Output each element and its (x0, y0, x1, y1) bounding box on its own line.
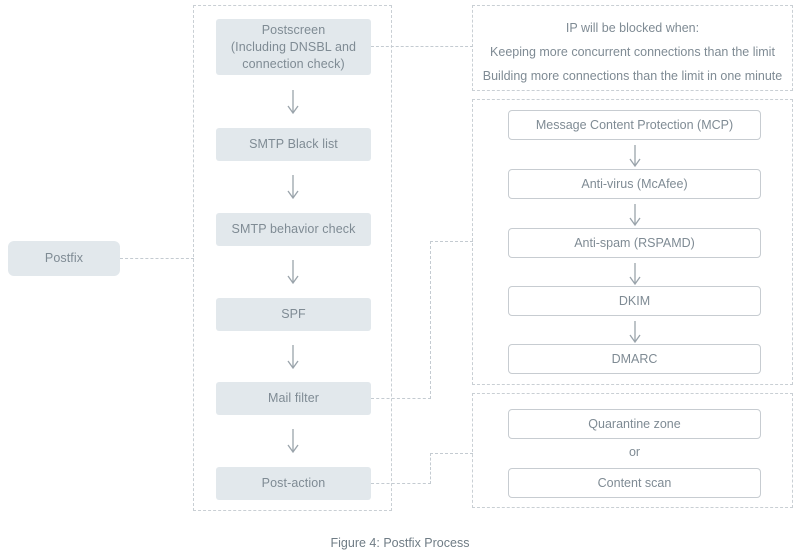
node-anti-spam[interactable]: Anti-spam (RSPAMD) (508, 228, 761, 258)
connector-mailfilter-riser (430, 241, 431, 399)
connector-postscreen-to-blocking-note (371, 46, 473, 47)
connector-postaction-to-options (430, 453, 473, 454)
node-quarantine-zone[interactable]: Quarantine zone (508, 409, 761, 439)
arrow-down-icon-8 (624, 260, 646, 290)
node-quarantine-zone-label: Quarantine zone (588, 416, 681, 431)
node-dkim[interactable]: DKIM (508, 286, 761, 316)
node-anti-virus[interactable]: Anti-virus (McAfee) (508, 169, 761, 199)
connector-mailfilter-to-filter-chain (430, 241, 473, 242)
node-spf-label: SPF (281, 307, 306, 321)
node-smtp-black-list-label: SMTP Black list (249, 137, 338, 151)
node-content-scan-label: Content scan (597, 475, 672, 490)
node-dmarc[interactable]: DMARC (508, 344, 761, 374)
node-postscreen[interactable]: Postscreen (Including DNSBL and connecti… (216, 19, 371, 75)
node-anti-virus-label: Anti-virus (McAfee) (581, 176, 688, 191)
arrow-down-icon-2 (282, 173, 304, 203)
node-content-scan[interactable]: Content scan (508, 468, 761, 498)
node-mail-filter-label: Mail filter (267, 391, 320, 405)
connector-postaction-out (371, 483, 431, 484)
group-blocking-note (472, 5, 793, 91)
arrow-down-icon-9 (624, 318, 646, 348)
node-postfix[interactable]: Postfix (8, 241, 120, 276)
group-post-action-options (472, 393, 793, 508)
arrow-down-icon-1 (282, 88, 304, 118)
arrow-down-icon-7 (624, 201, 646, 231)
node-mail-filter[interactable]: Mail filter (216, 382, 371, 415)
node-mcp[interactable]: Message Content Protection (MCP) (508, 110, 761, 140)
node-smtp-behavior-check-label: SMTP behavior check (231, 222, 356, 236)
node-post-action[interactable]: Post-action (216, 467, 371, 500)
connector-postfix-to-pipeline (120, 258, 194, 259)
arrow-down-icon-6 (624, 142, 646, 172)
node-smtp-behavior-check[interactable]: SMTP behavior check (216, 213, 371, 246)
connector-mailfilter-out (371, 398, 431, 399)
figure-caption: Figure 4: Postfix Process (330, 536, 470, 550)
blocking-note-line-3: Building more connections than the limit… (482, 69, 783, 83)
node-smtp-black-list[interactable]: SMTP Black list (216, 128, 371, 161)
arrow-down-icon-4 (282, 343, 304, 373)
node-dmarc-label: DMARC (611, 351, 658, 366)
option-separator-or: or (628, 445, 641, 459)
blocking-note: IP will be blocked when: Keeping more co… (472, 16, 793, 88)
blocking-note-line-1: IP will be blocked when: (565, 21, 700, 35)
blocking-note-line-2: Keeping more concurrent connections than… (490, 45, 775, 59)
node-postfix-label: Postfix (44, 251, 84, 265)
node-dkim-label: DKIM (618, 293, 651, 308)
arrow-down-icon-3 (282, 258, 304, 288)
node-post-action-label: Post-action (261, 476, 326, 490)
node-postscreen-label: Postscreen (Including DNSBL and connecti… (230, 22, 357, 71)
connector-postaction-riser (430, 453, 431, 484)
arrow-down-icon-5 (282, 427, 304, 457)
group-filter-chain (472, 99, 793, 385)
node-mcp-label: Message Content Protection (MCP) (535, 117, 734, 132)
node-spf[interactable]: SPF (216, 298, 371, 331)
node-anti-spam-label: Anti-spam (RSPAMD) (574, 235, 695, 250)
